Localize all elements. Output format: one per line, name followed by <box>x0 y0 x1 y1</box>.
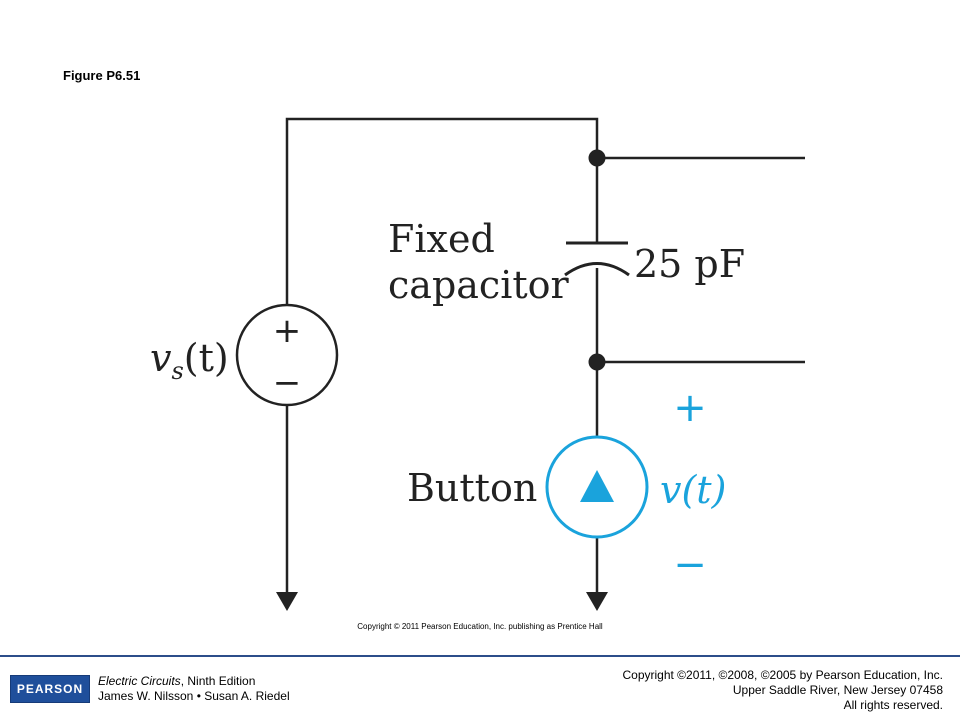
button-label: Button <box>407 466 537 510</box>
top-wire <box>285 117 599 305</box>
node-bottom <box>588 353 606 371</box>
capacitor-label-fixed: Fixed <box>388 217 495 261</box>
rights-block: Copyright ©2011, ©2008, ©2005 by Pearson… <box>622 668 943 713</box>
capacitor-value: 25 pF <box>634 242 745 286</box>
capacitor-label-capacitor: capacitor <box>388 263 570 307</box>
output-plus-sign: + <box>673 385 707 431</box>
book-edition: , Ninth Edition <box>180 674 256 688</box>
footer-divider <box>0 655 960 657</box>
rights-line-1: Copyright ©2011, ©2008, ©2005 by Pearson… <box>622 668 943 682</box>
button-source-circle <box>545 435 649 539</box>
capacitor-plate-curved <box>564 262 630 277</box>
output-minus-sign: − <box>673 542 707 588</box>
voltage-source-circle <box>235 303 339 407</box>
pearson-logo: PEARSON <box>10 675 90 703</box>
up-triangle-icon <box>580 470 614 502</box>
source-minus-sign: − <box>273 363 302 403</box>
circuit-diagram: + − vs(t) Fixed capacitor 25 pF Button +… <box>150 117 805 611</box>
rights-line-2: Upper Saddle River, New Jersey 07458 <box>732 683 943 697</box>
rights-line-3: All rights reserved. <box>843 698 943 712</box>
book-title: Electric Circuits <box>98 674 181 688</box>
output-voltage-label: v(t) <box>660 468 726 512</box>
source-plus-sign: + <box>273 311 302 351</box>
figure-credit: Copyright © 2011 Pearson Education, Inc.… <box>357 622 603 631</box>
node-top <box>588 149 606 167</box>
figure-title: Figure P6.51 <box>63 68 141 83</box>
book-authors: James W. Nilsson • Susan A. Riedel <box>98 689 290 703</box>
ground-arrow-right-icon <box>586 592 608 611</box>
ground-arrow-left-icon <box>276 592 298 611</box>
wires <box>285 117 805 596</box>
book-title-line: Electric Circuits, Ninth Edition <box>98 674 290 689</box>
source-label: vs(t) <box>150 336 229 385</box>
book-info: Electric Circuits, Ninth Edition James W… <box>98 674 290 704</box>
